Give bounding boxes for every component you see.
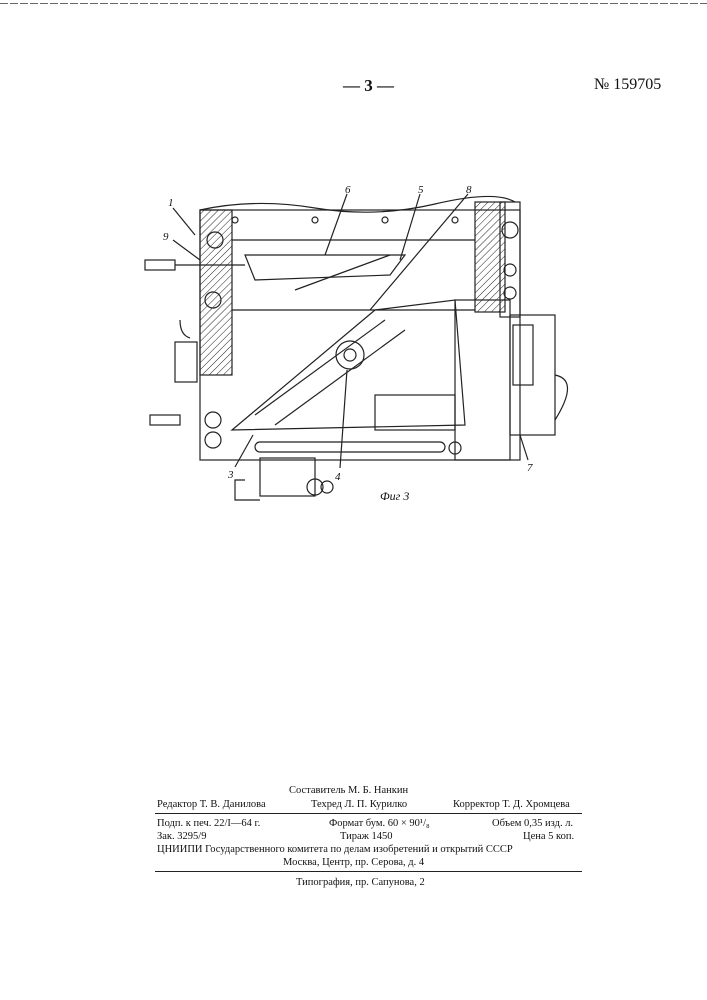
label-8: 8 [466,184,472,196]
volume: Объем 0,35 изд. л. [492,817,573,830]
label-9: 9 [163,231,169,243]
circulation: Тираж 1450 [340,830,393,843]
price: Цена 5 коп. [523,830,574,843]
printer: Типография, пр. Сапунова, 2 [296,876,425,889]
compiler: Составитель М. Б. Нанкин [289,784,408,797]
institute: ЦНИИПИ Государственного комитета по дела… [157,843,513,856]
label-1: 1 [168,197,174,209]
label-5: 5 [418,184,424,196]
corrector: Корректор Т. Д. Хромцева [453,798,570,811]
label-6: 6 [345,184,351,196]
rule-top [155,813,582,814]
top-rule [0,3,707,4]
label-3: 3 [227,469,234,481]
label-4: 4 [335,471,341,483]
technical-drawing: 1 9 6 5 8 3 4 7 Фиг 3 [135,180,595,510]
techred: Техред Л. П. Курилко [311,798,407,811]
format: Формат бум. 60 × 90¹/₈ [329,817,430,830]
signed: Подп. к печ. 22/I—64 г. [157,817,260,830]
page-number: — 3 — [343,76,394,96]
label-7: 7 [527,462,533,474]
patent-number: № 159705 [594,76,661,94]
order: Зак. 3295/9 [157,830,206,843]
editor: Редактор Т. В. Данилова [157,798,266,811]
rule-bottom [155,871,582,872]
address: Москва, Центр, пр. Серова, д. 4 [283,856,424,869]
figure-caption: Фиг 3 [380,489,409,503]
